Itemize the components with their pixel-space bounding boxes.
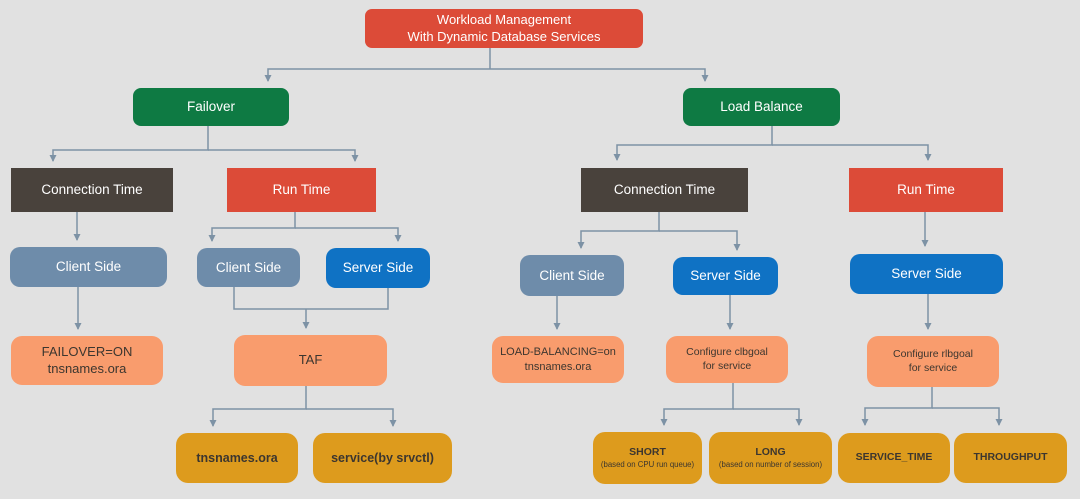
tnsnames-ora-label: tnsnames.ora bbox=[196, 450, 278, 465]
node-client-side-failover-conn: Client Side bbox=[10, 247, 167, 287]
short-sublabel: (based on CPU run queue) bbox=[600, 459, 695, 469]
node-server-side-failover-run: Server Side bbox=[326, 248, 430, 288]
node-configure-clbgoal: Configure clbgoal for service bbox=[666, 336, 788, 383]
connector-rlbgoal-to-throughput bbox=[932, 407, 1003, 426]
connector-failover-to-run-time bbox=[208, 149, 359, 162]
run-time-label: Run Time bbox=[897, 182, 955, 198]
connector-clbgoal-to-long bbox=[733, 408, 803, 426]
taf-label: TAF bbox=[298, 352, 323, 368]
client-side-label: Client Side bbox=[215, 259, 282, 275]
connector-taf-to-tnsnames bbox=[209, 386, 307, 427]
node-run-time-loadbalance: Run Time bbox=[849, 168, 1003, 212]
node-throughput: THROUGHPUT bbox=[954, 433, 1067, 483]
server-side-label: Server Side bbox=[690, 268, 761, 284]
throughput-label: THROUGHPUT bbox=[973, 451, 1048, 464]
node-service-time: SERVICE_TIME bbox=[838, 433, 950, 483]
node-load-balance: Load Balance bbox=[683, 88, 840, 126]
node-client-side-lb-conn: Client Side bbox=[520, 255, 624, 296]
node-connection-time-loadbalance: Connection Time bbox=[581, 168, 748, 212]
server-side-label: Server Side bbox=[342, 260, 414, 276]
connector-connection-time-to-server-side-lb bbox=[659, 230, 741, 251]
node-load-balancing-on: LOAD-BALANCING=on tnsnames.ora bbox=[492, 336, 624, 383]
node-client-side-failover-run: Client Side bbox=[197, 248, 300, 287]
connector-run-time-to-server-side bbox=[295, 227, 402, 242]
connector-run-time-to-client-side bbox=[208, 212, 296, 242]
node-taf: TAF bbox=[234, 335, 387, 386]
node-failover: Failover bbox=[133, 88, 289, 126]
title-line-2: With Dynamic Database Services bbox=[407, 28, 601, 44]
node-connection-time-failover: Connection Time bbox=[11, 168, 173, 212]
client-side-label: Client Side bbox=[539, 267, 605, 283]
node-service-srvctl: service(by srvctl) bbox=[313, 433, 452, 483]
node-run-time-failover: Run Time bbox=[227, 168, 376, 212]
node-title: Workload Management With Dynamic Databas… bbox=[365, 9, 643, 48]
server-side-label: Server Side bbox=[891, 266, 962, 282]
connection-time-label: Connection Time bbox=[41, 182, 143, 198]
node-long: LONG (based on number of session) bbox=[709, 432, 832, 484]
configure-rlbgoal-line-1: Configure rlbgoal bbox=[893, 347, 973, 360]
long-sublabel: (based on number of session) bbox=[718, 459, 823, 469]
failover-label: Failover bbox=[186, 99, 235, 115]
short-label: SHORT bbox=[629, 445, 666, 458]
run-time-label: Run Time bbox=[272, 182, 331, 198]
connector-rlbgoal-to-service-time bbox=[861, 387, 933, 426]
node-short: SHORT (based on CPU run queue) bbox=[593, 432, 702, 484]
connection-time-label: Connection Time bbox=[613, 182, 716, 198]
connector-load-balance-to-connection-time bbox=[613, 126, 773, 161]
failover-on-line-2: tnsnames.ora bbox=[47, 360, 127, 376]
configure-rlbgoal-line-2: for service bbox=[908, 361, 958, 374]
connector-load-balance-to-run-time bbox=[772, 144, 932, 161]
node-tnsnames-ora: tnsnames.ora bbox=[176, 433, 298, 483]
title-line-1: Workload Management bbox=[436, 11, 572, 27]
connector-title-to-failover bbox=[264, 68, 490, 82]
service-time-label: SERVICE_TIME bbox=[855, 451, 933, 464]
node-configure-rlbgoal: Configure rlbgoal for service bbox=[867, 336, 999, 387]
failover-on-line-1: FAILOVER=ON bbox=[41, 343, 133, 359]
configure-clbgoal-line-1: Configure clbgoal bbox=[686, 345, 768, 358]
node-failover-on: FAILOVER=ON tnsnames.ora bbox=[11, 336, 163, 385]
connector-title-to-load-balance bbox=[490, 68, 709, 82]
connector-clbgoal-to-short bbox=[660, 383, 734, 426]
client-side-label: Client Side bbox=[55, 259, 122, 275]
load-balance-label: Load Balance bbox=[720, 99, 803, 115]
connector-connection-time-to-client-side-lb bbox=[577, 212, 660, 249]
load-balancing-on-line-2: tnsnames.ora bbox=[524, 360, 592, 373]
node-server-side-lb-conn: Server Side bbox=[673, 257, 778, 295]
connector-failover-to-connection-time bbox=[49, 126, 209, 162]
node-server-side-lb-run: Server Side bbox=[850, 254, 1003, 294]
load-balancing-on-line-1: LOAD-BALANCING=on bbox=[500, 346, 616, 359]
service-srvctl-label: service(by srvctl) bbox=[331, 450, 434, 465]
connector-client-server-join bbox=[233, 287, 389, 310]
connector-taf-to-service-srvctl bbox=[306, 408, 397, 427]
long-label: LONG bbox=[755, 445, 786, 458]
configure-clbgoal-line-2: for service bbox=[702, 359, 752, 372]
